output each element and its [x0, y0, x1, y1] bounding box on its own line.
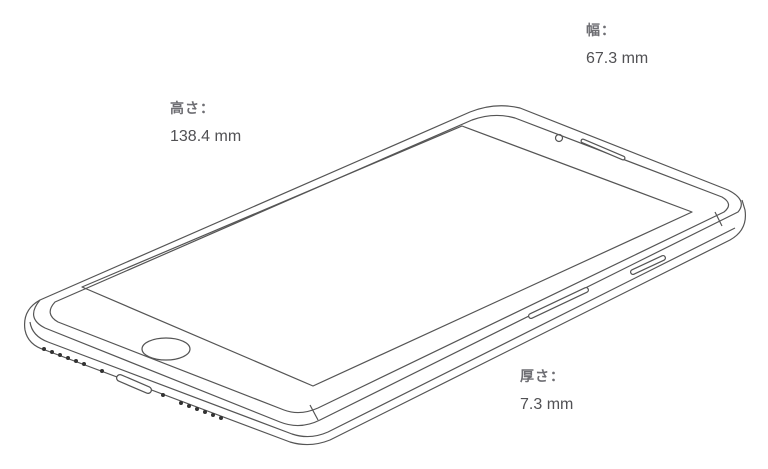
- width-value: 67.3 mm: [586, 50, 649, 67]
- antenna-line: [309, 404, 319, 421]
- front-camera: [554, 133, 564, 143]
- phone-bezel: [49, 114, 730, 414]
- phone-front-outer: [33, 105, 742, 427]
- speaker-grille-right: [161, 393, 223, 420]
- phone-side-band: [29, 227, 736, 438]
- width-dimension: 幅： 67.3 mm: [586, 20, 648, 68]
- antenna-line: [714, 211, 723, 227]
- height-value: 138.4 mm: [170, 128, 242, 145]
- width-label: 幅：: [586, 23, 616, 39]
- home-button: [141, 337, 191, 361]
- depth-dimension: 厚さ： 7.3 mm: [520, 366, 573, 414]
- height-label: 高さ：: [170, 101, 215, 117]
- depth-value: 7.3 mm: [520, 396, 574, 413]
- phone-body-side: [23, 199, 747, 446]
- speaker-grille-left: [42, 347, 104, 373]
- depth-label: 厚さ：: [520, 369, 565, 385]
- height-dimension: 高さ： 138.4 mm: [170, 98, 241, 146]
- phone-screen: [81, 125, 693, 387]
